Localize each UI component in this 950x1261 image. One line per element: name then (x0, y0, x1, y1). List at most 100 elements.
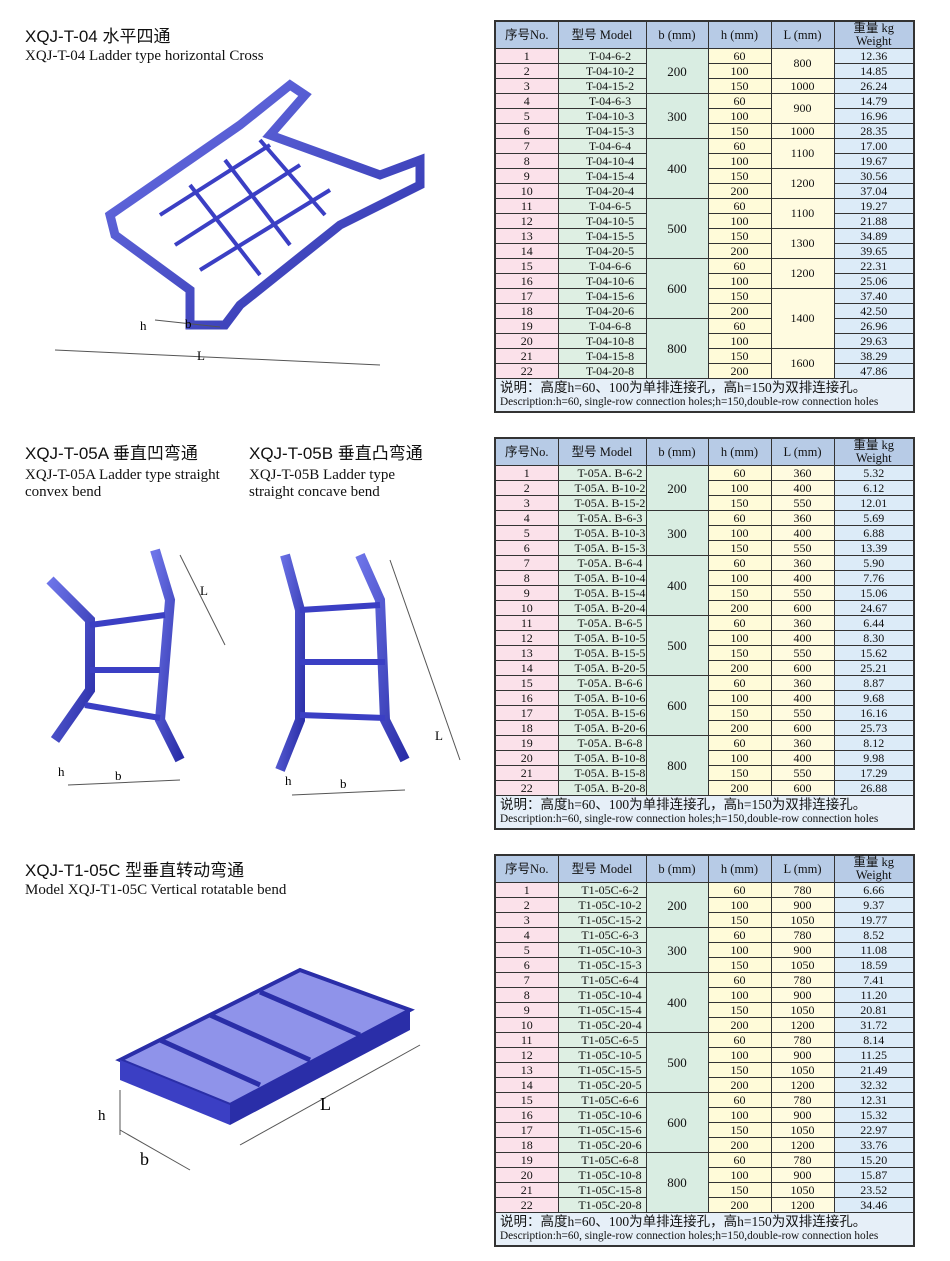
weight-cell: 34.46 (833, 1197, 915, 1213)
row-number: 17 (494, 288, 559, 304)
model-cell: T-04-15-4 (557, 168, 647, 184)
model-cell: T-05A. B-10-3 (557, 525, 647, 541)
L-cell: 1200 (770, 1197, 835, 1213)
model-cell: T-04-20-4 (557, 183, 647, 199)
L-cell: 900 (770, 93, 835, 124)
h-cell: 150 (707, 765, 772, 781)
section-2a-title: XQJ-T-05A 垂直凹弯通 (25, 444, 198, 463)
L-cell: 800 (770, 48, 835, 79)
h-cell: 150 (707, 645, 772, 661)
diagram-label-L-b: L (435, 728, 443, 743)
h-cell: 150 (707, 123, 772, 139)
column-header: 重量 kg Weight (833, 854, 915, 883)
row-number: 3 (494, 78, 559, 94)
column-header: h (mm) (707, 20, 772, 49)
h-cell: 150 (707, 348, 772, 364)
weight-cell: 15.32 (833, 1107, 915, 1123)
L-cell: 1300 (770, 228, 835, 259)
model-cell: T1-05C-6-8 (557, 1152, 647, 1168)
column-header: 型号 Model (557, 854, 647, 883)
L-cell: 900 (770, 987, 835, 1003)
row-number: 20 (494, 750, 559, 766)
row-number: 10 (494, 600, 559, 616)
row-number: 11 (494, 198, 559, 214)
h-cell: 60 (707, 138, 772, 154)
model-cell: T-04-6-4 (557, 138, 647, 154)
weight-cell: 16.16 (833, 705, 915, 721)
convex-bend (46, 548, 185, 763)
model-cell: T-05A. B-15-2 (557, 495, 647, 511)
column-header: b (mm) (645, 437, 709, 466)
b-cell: 400 (645, 972, 709, 1033)
b-cell: 500 (645, 615, 709, 676)
L-cell: 1050 (770, 912, 835, 928)
weight-cell: 21.88 (833, 213, 915, 229)
diagram-label-b: b (140, 1149, 149, 1169)
h-cell: 150 (707, 705, 772, 721)
table-note: 说明：高度h=60、100为单排连接孔，高h=150为双排连接孔。Descrip… (494, 1212, 915, 1247)
row-number: 14 (494, 243, 559, 259)
row-number: 4 (494, 510, 559, 526)
h-cell: 150 (707, 540, 772, 556)
row-number: 16 (494, 1107, 559, 1123)
row-number: 3 (494, 912, 559, 928)
row-number: 22 (494, 1197, 559, 1213)
L-cell: 1200 (770, 258, 835, 289)
L-cell: 780 (770, 1152, 835, 1168)
weight-cell: 15.06 (833, 585, 915, 601)
weight-cell: 39.65 (833, 243, 915, 259)
weight-cell: 33.76 (833, 1137, 915, 1153)
section-3-subtitle: Model XQJ-T1-05C Vertical rotatable bend (25, 882, 287, 898)
h-cell: 150 (707, 228, 772, 244)
L-cell: 1100 (770, 138, 835, 169)
L-cell: 780 (770, 882, 835, 898)
h-cell: 100 (707, 1167, 772, 1183)
weight-cell: 5.90 (833, 555, 915, 571)
row-number: 22 (494, 780, 559, 796)
weight-cell: 9.37 (833, 897, 915, 913)
model-cell: T1-05C-6-6 (557, 1092, 647, 1108)
column-header: L (mm) (770, 20, 835, 49)
row-number: 21 (494, 765, 559, 781)
table-note: 说明：高度h=60、100为单排连接孔，高h=150为双排连接孔。Descrip… (494, 795, 915, 830)
column-header: b (mm) (645, 20, 709, 49)
h-cell: 60 (707, 198, 772, 214)
row-number: 3 (494, 495, 559, 511)
weight-cell: 23.52 (833, 1182, 915, 1198)
row-number: 1 (494, 882, 559, 898)
model-cell: T1-05C-6-4 (557, 972, 647, 988)
diagram-label-L: L (320, 1094, 331, 1114)
weight-cell: 25.06 (833, 273, 915, 289)
model-cell: T-05A. B-15-5 (557, 645, 647, 661)
h-cell: 200 (707, 183, 772, 199)
weight-cell: 19.67 (833, 153, 915, 169)
h-cell: 100 (707, 690, 772, 706)
b-cell: 800 (645, 318, 709, 379)
weight-cell: 6.66 (833, 882, 915, 898)
b-cell: 600 (645, 258, 709, 319)
weight-cell: 21.49 (833, 1062, 915, 1078)
model-cell: T-04-6-6 (557, 258, 647, 274)
row-number: 22 (494, 363, 559, 379)
row-number: 20 (494, 1167, 559, 1183)
L-cell: 1600 (770, 348, 835, 379)
row-number: 12 (494, 213, 559, 229)
row-number: 7 (494, 138, 559, 154)
weight-cell: 8.52 (833, 927, 915, 943)
row-number: 6 (494, 123, 559, 139)
L-cell: 1100 (770, 198, 835, 229)
